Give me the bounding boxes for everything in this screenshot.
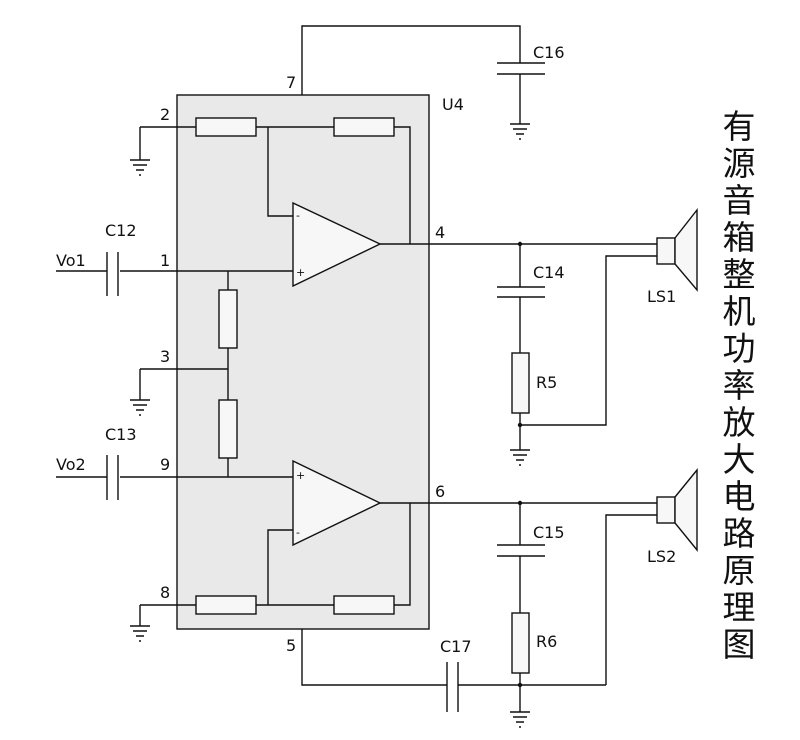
title-char: 功 [722,329,756,368]
cap-c16-label: C16 [533,43,565,62]
wire-ls1 [520,243,657,426]
resistor-r5-label: R5 [536,373,557,392]
ic-u4-body [176,94,430,630]
ground-icon [510,449,530,466]
wire-pin8 [139,604,196,626]
pin-2-label: 2 [160,105,170,124]
cap-c16 [497,62,545,75]
resistor-r6 [511,612,530,674]
ground-icon [130,399,150,416]
pin-6-label: 6 [435,482,445,501]
wire-bottom-feedback [256,503,411,606]
pin-8-label: 8 [160,583,170,602]
title-char: 有 [722,107,756,146]
op-amp-bottom-minus: - [296,526,300,539]
title-char: 箱 [722,218,756,257]
pin-4-label: 4 [435,223,445,242]
speaker-ls1-magnet [656,237,676,265]
op-amp-top [292,201,382,288]
title-char: 音 [722,181,756,220]
diagram-title: 有源音箱整机功率放大电路原理图 [714,108,764,663]
ic-resistor-top-left [195,117,257,137]
cap-c13 [106,455,119,500]
speaker-ls2-magnet [656,496,676,524]
title-char: 整 [722,255,756,294]
resistor-r6-label: R6 [536,632,557,651]
wire-pin7 [301,25,521,124]
cap-c14-label: C14 [533,263,565,282]
speaker-ls2-cone [674,468,698,552]
op-amp-top-plus: + [296,266,305,279]
cap-c15 [497,544,545,557]
cap-c14 [497,286,545,298]
title-char: 路 [722,514,756,553]
title-char: 大 [722,440,756,479]
pin-3-label: 3 [160,347,170,366]
ic-resistor-bottom-left [195,595,257,615]
input-vo2-label: Vo2 [56,455,86,474]
title-char: 放 [722,403,756,442]
ground-icon [130,159,150,176]
title-char: 机 [722,292,756,331]
title-char: 图 [722,625,756,664]
cap-c17-label: C17 [440,637,472,656]
pin-7-label: 7 [286,73,296,92]
cap-c13-label: C13 [105,425,137,444]
wire-divider [139,271,229,477]
ic-resistor-divider-lower [218,399,238,459]
ground-icon [130,625,150,642]
op-amp-bottom [292,459,382,547]
wire-pin2 [139,126,196,160]
wire-top-feedback [256,126,411,244]
input-vo1-label: Vo1 [56,251,86,270]
cap-c12 [106,252,119,296]
ground-icon [510,123,530,140]
ic-resistor-divider-upper [218,289,238,349]
title-char: 理 [722,588,756,627]
ic-resistor-bottom-right [333,595,395,615]
wire-ls2 [520,502,657,685]
ground-icon [510,711,530,728]
op-amp-top-minus: - [296,209,300,222]
title-char: 电 [722,477,756,516]
op-amp-bottom-plus: + [296,469,305,482]
cap-c17 [446,662,459,712]
speaker-ls2-label: LS2 [647,547,676,566]
speaker-ls1-label: LS1 [647,287,676,306]
wire-pin5 [301,629,606,686]
title-char: 原 [722,551,756,590]
title-char: 源 [722,144,756,183]
title-char: 率 [722,366,756,405]
ic-u4-label: U4 [442,95,464,114]
cap-c15-label: C15 [533,523,565,542]
ic-resistor-top-right [333,117,395,137]
resistor-r5 [511,352,530,414]
cap-c12-label: C12 [105,221,137,240]
pin-9-label: 9 [160,455,170,474]
speaker-ls1-cone [674,207,698,292]
pin-5-label: 5 [286,636,296,655]
pin-1-label: 1 [160,251,170,270]
